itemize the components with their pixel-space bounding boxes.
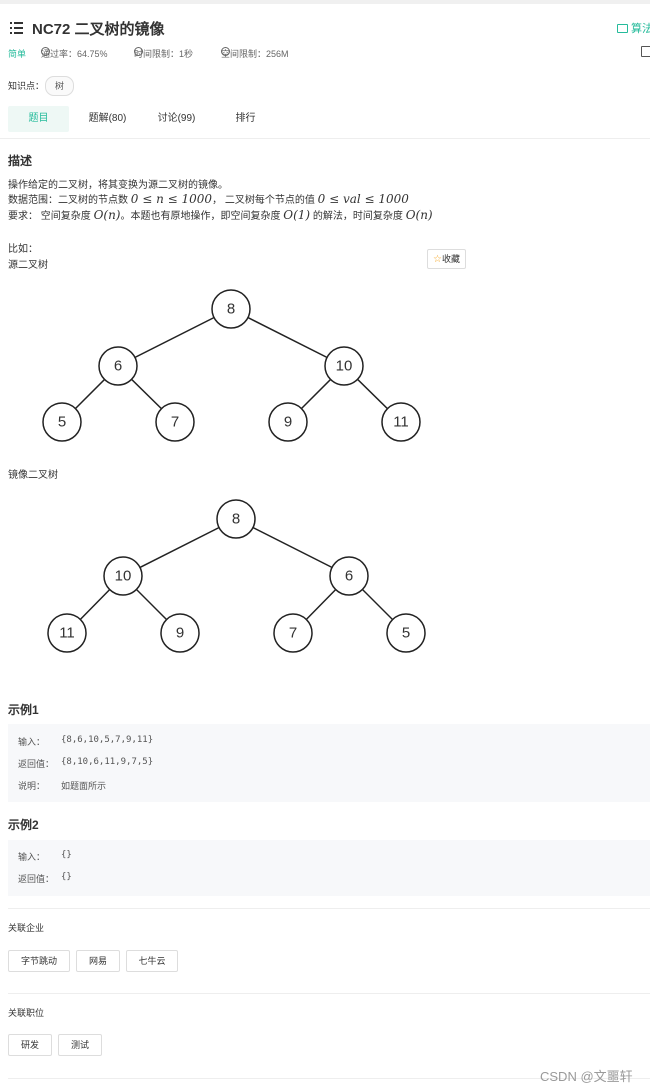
- description-heading: 描述: [8, 154, 33, 168]
- divider: [8, 908, 650, 909]
- compare-label: 比如：: [8, 244, 38, 255]
- source-tree-node: [42, 402, 82, 442]
- source-tree-node: [381, 402, 421, 442]
- watermark: CSDN @文噩轩: [540, 1069, 633, 1084]
- companies-heading: 关联企业: [8, 923, 45, 933]
- list-icon[interactable]: [10, 22, 23, 34]
- mirror-tree-node-label: 5: [402, 625, 410, 642]
- source-tree-node-label: 11: [393, 414, 409, 431]
- source-tree-edge: [230, 308, 345, 367]
- source-tree-node: [324, 346, 364, 386]
- problem-header: NC72 二叉树的镜像 算法: [8, 14, 650, 42]
- check-circle-icon: [41, 47, 50, 56]
- video-icon: [617, 24, 628, 33]
- mirror-tree-edge: [122, 518, 237, 577]
- edit-icon[interactable]: [641, 46, 650, 57]
- memory-icon: [221, 47, 230, 56]
- difficulty-badge: 简单: [8, 49, 27, 59]
- source-tree-node-label: 8: [227, 301, 235, 318]
- example-1-return: 返回值：{8,10,6,11,9,7,5}: [18, 757, 154, 769]
- tab-problem[interactable]: 题目: [8, 106, 69, 132]
- source-tree-node: [211, 289, 251, 329]
- source-tree-node-label: 6: [114, 358, 122, 375]
- mirror-tree-node: [386, 613, 426, 653]
- description-line-3: 要求： 空间复杂度 O(n)。本题也有原地操作，即空间复杂度 O(1) 的解法，…: [8, 208, 433, 222]
- mirror-tree-node-label: 11: [59, 625, 75, 642]
- source-tree-diagram: 8 6 10 5 7 9 11: [42, 289, 421, 442]
- divider: [8, 993, 650, 994]
- example-1-input: 输入：{8,6,10,5,7,9,11}: [18, 735, 154, 747]
- company-tag[interactable]: 网易: [76, 950, 120, 972]
- mirror-tree-node: [329, 556, 369, 596]
- example-2-heading: 示例2: [8, 818, 39, 832]
- tab-solutions[interactable]: 题解(80): [88, 113, 127, 124]
- tab-discussion[interactable]: 讨论(99): [157, 113, 196, 124]
- mirror-tree-node: [273, 613, 313, 653]
- example-2-return: 返回值：{}: [18, 872, 72, 884]
- clock-icon: [134, 47, 143, 56]
- source-tree-node: [155, 402, 195, 442]
- source-tree-node-label: 5: [58, 414, 66, 431]
- mirror-tree-node: [160, 613, 200, 653]
- description-line-2: 数据范围：二叉树的节点数 0 ≤ n ≤ 1000， 二叉树每个节点的值 0 ≤…: [8, 192, 409, 206]
- example-2-box: 输入：{} 返回值：{}: [8, 840, 650, 896]
- knowledge-tag[interactable]: 树: [45, 76, 75, 96]
- source-tree-node: [268, 402, 308, 442]
- knowledge-label: 知识点：: [8, 81, 45, 91]
- mirror-tree-edge: [235, 518, 350, 577]
- source-tree-node-label: 9: [284, 414, 292, 431]
- mirror-tree-node: [47, 613, 87, 653]
- company-tag[interactable]: 字节跳动: [8, 950, 70, 972]
- position-tag[interactable]: 研发: [8, 1034, 52, 1056]
- positions-heading: 关联职位: [8, 1008, 45, 1018]
- source-tree-node-label: 10: [336, 358, 353, 375]
- top-bar: [0, 0, 650, 4]
- mirror-tree-node-label: 10: [115, 568, 132, 585]
- algo-link[interactable]: 算法: [617, 20, 650, 36]
- source-tree-edge: [117, 308, 232, 367]
- example-2-input: 输入：{}: [18, 850, 72, 862]
- mirror-tree-node: [216, 499, 256, 539]
- tab-divider: [0, 138, 650, 139]
- description-line-1: 操作给定的二叉树，将其变换为源二叉树的镜像。: [8, 180, 228, 191]
- mirror-tree-node-label: 7: [289, 625, 297, 642]
- star-icon: ☆: [433, 254, 442, 265]
- source-tree-node-label: 7: [171, 414, 179, 431]
- divider: [8, 1078, 650, 1079]
- tab-bar: 题目 题解(80) 讨论(99) 排行: [8, 106, 650, 132]
- mirror-tree-node: [103, 556, 143, 596]
- mirror-tree-node-label: 8: [232, 511, 240, 528]
- mirror-tree-node-label: 9: [176, 625, 184, 642]
- page-title: NC72 二叉树的镜像: [32, 21, 165, 38]
- example-1-heading: 示例1: [8, 703, 39, 717]
- mirror-tree-diagram: 8 10 6 11 9 7 5: [47, 499, 426, 653]
- example-1-box: 输入：{8,6,10,5,7,9,11} 返回值：{8,10,6,11,9,7,…: [8, 724, 650, 802]
- favorite-button[interactable]: ☆收藏: [427, 249, 466, 269]
- example-1-note: 说明：如题面所示: [18, 781, 107, 791]
- mirror-tree-node-label: 6: [345, 568, 353, 585]
- source-tree-label: 源二叉树: [8, 260, 48, 271]
- company-tag[interactable]: 七牛云: [126, 950, 178, 972]
- tab-ranking[interactable]: 排行: [235, 113, 256, 124]
- position-tag[interactable]: 测试: [58, 1034, 102, 1056]
- mirror-tree-label: 镜像二叉树: [8, 470, 58, 481]
- source-tree-node: [98, 346, 138, 386]
